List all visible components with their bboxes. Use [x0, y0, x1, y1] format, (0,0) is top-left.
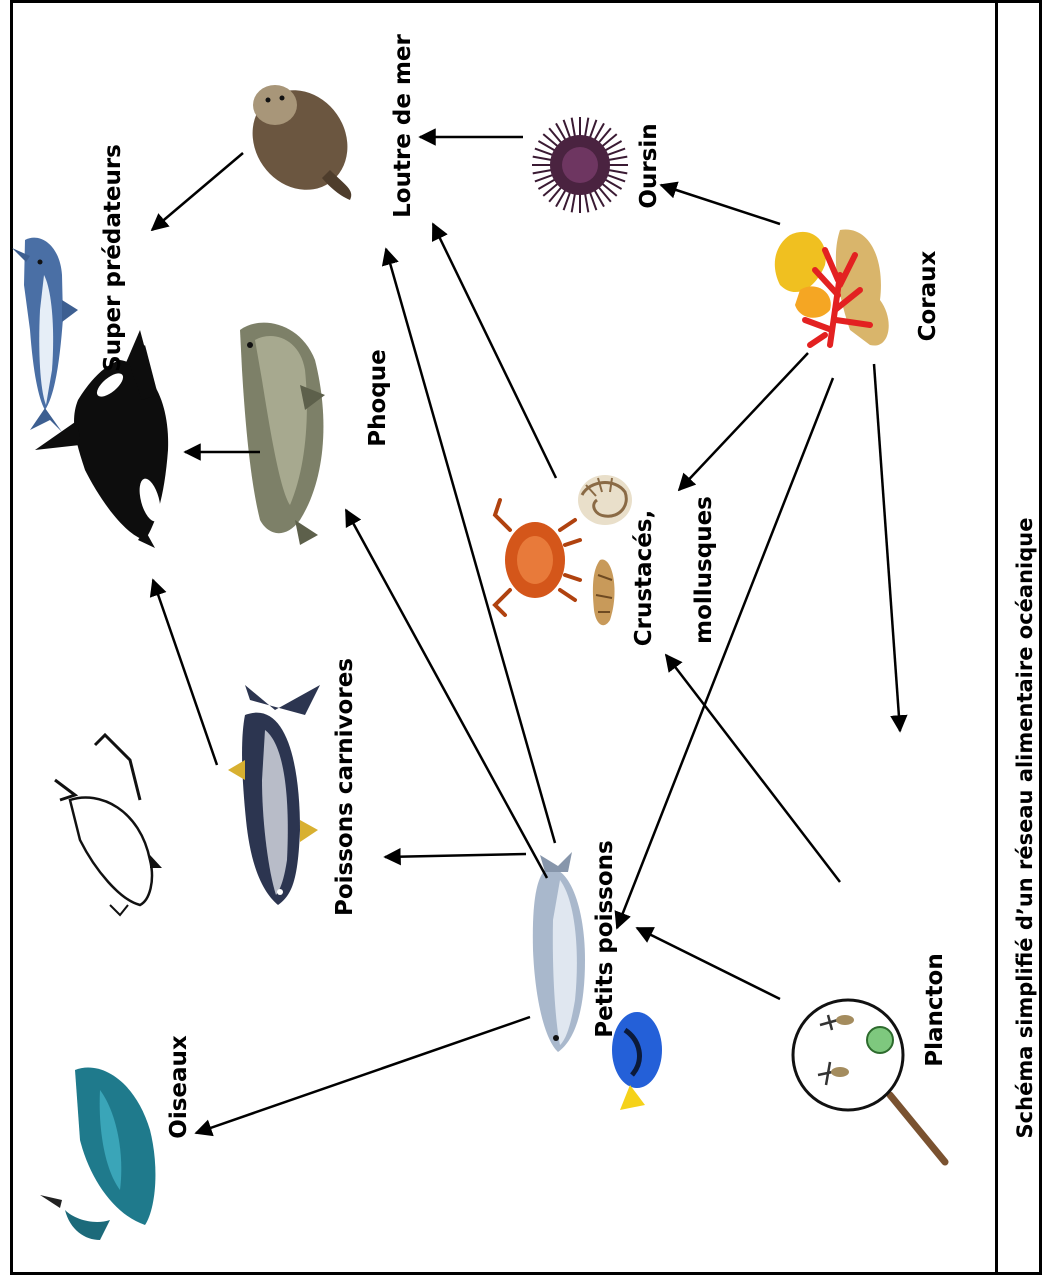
label-super-predateurs: Super prédateurs	[100, 144, 126, 372]
coral-illustration	[775, 230, 889, 346]
shark-illustration	[12, 238, 78, 432]
seagull-illustration	[55, 735, 162, 915]
arrow-loutre-to-super-predateurs	[152, 153, 243, 230]
arrow-plancton-to-crustaces	[666, 655, 840, 882]
label-plancton: Plancton	[922, 953, 948, 1066]
arrow-coraux-to-oursin	[661, 185, 780, 224]
arrow-plancton-to-petits-poissons	[637, 928, 780, 999]
seal-illustration	[240, 323, 325, 545]
herring-illustration	[533, 852, 585, 1052]
sea-urchin-illustration	[532, 117, 628, 213]
blue-tang-illustration	[612, 1012, 662, 1110]
label-phoque: Phoque	[365, 349, 391, 446]
label-loutre-de-mer: Loutre de mer	[390, 33, 416, 217]
arrow-coraux-to-petits-poissons	[617, 378, 833, 928]
arrow-coraux-to-crustaces	[679, 353, 808, 490]
arrow-coraux-to-plancton	[874, 364, 900, 731]
arrow-poissons-carnivores-to-super-predateurs	[153, 580, 217, 765]
label-coraux: Coraux	[915, 250, 941, 341]
tuna-illustration	[228, 685, 320, 905]
arrow-petits-poissons-to-poissons-carnivores	[385, 854, 526, 857]
sea-otter-illustration	[233, 72, 366, 209]
arrow-petits-poissons-to-oiseaux	[196, 1017, 530, 1133]
cone-shell-illustration	[593, 560, 615, 626]
crab-illustration	[495, 500, 580, 615]
label-mollusques: mollusques	[691, 496, 717, 644]
nautilus-shell-illustration	[578, 475, 632, 525]
label-crustaces: Crustacés,	[631, 510, 657, 646]
kingfisher-illustration	[40, 1068, 155, 1241]
label-petits-poissons: Petits poissons	[592, 840, 618, 1037]
label-oursin: Oursin	[636, 123, 662, 208]
label-poissons-carnivores: Poissons carnivores	[332, 658, 358, 916]
arrow-crustaces-to-loutre	[433, 224, 556, 478]
diagram-title: Schéma simplifié d’un réseau alimentaire…	[1013, 518, 1037, 1139]
label-oiseaux: Oiseaux	[166, 1035, 192, 1139]
